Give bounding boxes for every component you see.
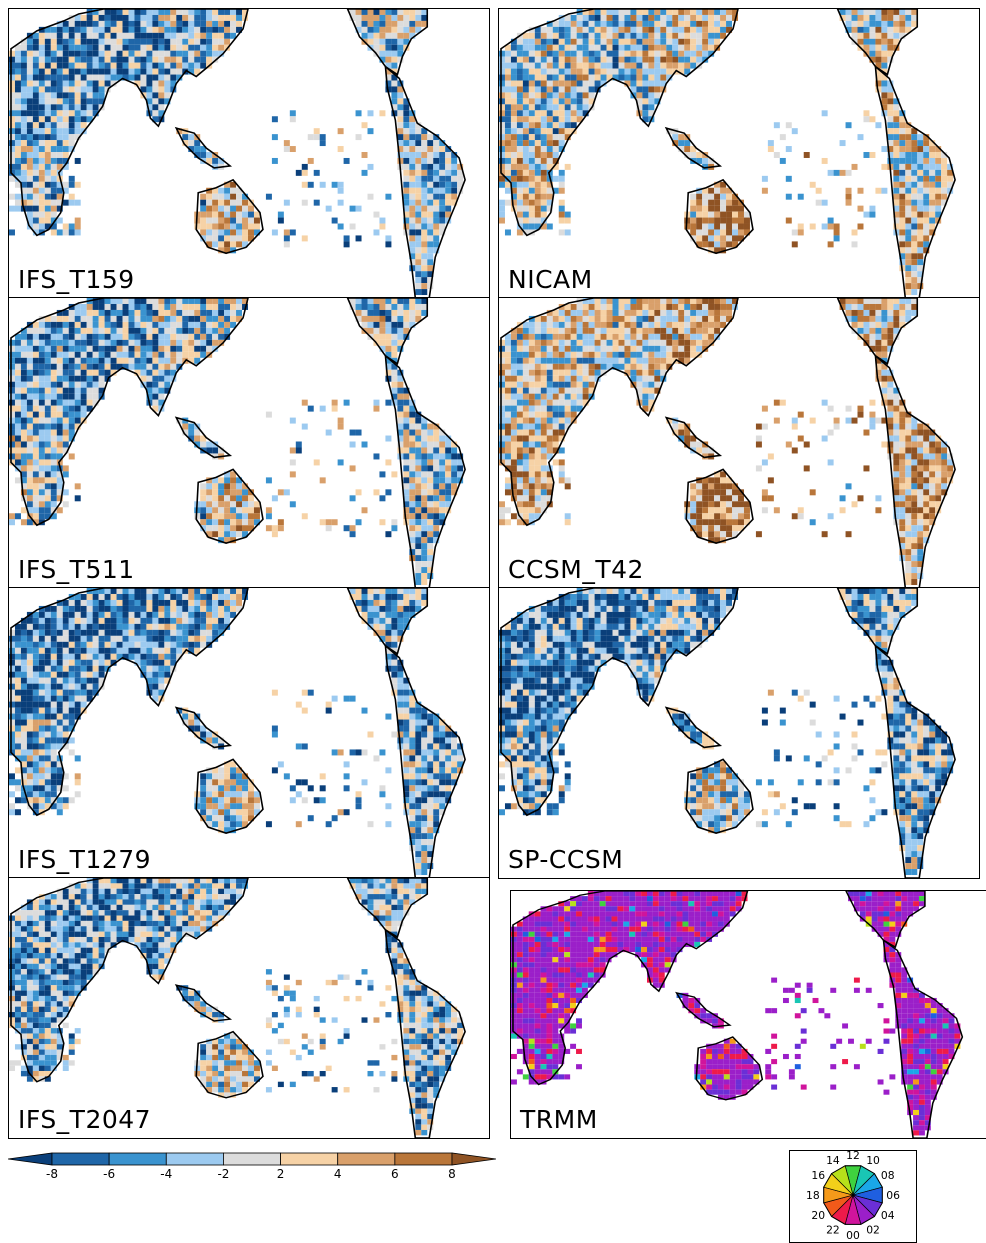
panel-sp-ccsm: SP-CCSM [498,587,980,879]
panel-label: IFS_T511 [18,555,135,584]
map-nicam [499,9,956,298]
phase-hour-label: 02 [866,1224,880,1237]
map-trmm [511,891,964,1138]
panel-ccsm-t42: CCSM_T42 [498,297,980,589]
panel-ifs-t1279: IFS_T1279 [8,587,490,879]
panel-label: SP-CCSM [508,845,624,874]
panel-ifs-t159: IFS_T159 [8,8,490,299]
panel-label: IFS_T159 [18,265,135,294]
panel-ifs-t511: IFS_T511 [8,297,490,589]
colorbar-tick: 2 [277,1167,285,1181]
map-ifs-t159 [9,9,466,298]
phase-hour-label: 10 [866,1154,880,1167]
phase-hour-label: 12 [846,1150,860,1162]
phase-hour-label: 20 [811,1209,825,1222]
phase-hour-label: 04 [881,1209,895,1222]
colorbar-tick: -2 [217,1167,229,1181]
map-ccsm-t42 [499,298,956,588]
map-sp-ccsm [499,588,956,878]
panel-label: IFS_T2047 [18,1105,152,1134]
map-ifs-t2047 [9,878,466,1138]
colorbar-tick: 6 [391,1167,399,1181]
panel-nicam: NICAM [498,8,980,299]
colorbar-tick: 4 [334,1167,342,1181]
panel-label: IFS_T1279 [18,845,152,874]
colorbar-tick: 8 [448,1167,456,1181]
colorbar: -8 -6 -4 -2 2 4 6 8 [8,1152,496,1181]
colorbar-tick: -4 [160,1167,172,1181]
phase-hour-label: 22 [826,1224,840,1237]
map-ifs-t511 [9,298,466,588]
phase-hour-label: 16 [811,1169,825,1182]
phase-hour-label: 00 [846,1229,860,1242]
phase-hour-label: 14 [826,1154,840,1167]
phase-hour-label: 18 [806,1189,820,1202]
panel-label: CCSM_T42 [508,555,644,584]
panel-label: TRMM [520,1105,598,1134]
panel-trmm: TRMM [510,890,986,1139]
phase-hour-label: 06 [886,1189,900,1202]
map-ifs-t1279 [9,588,466,878]
panel-label: NICAM [508,265,593,294]
panel-ifs-t2047: IFS_T2047 [8,877,490,1139]
phase-hour-label: 08 [881,1169,895,1182]
colorbar-tick: -6 [103,1167,115,1181]
colorbar-tick: -8 [46,1167,58,1181]
